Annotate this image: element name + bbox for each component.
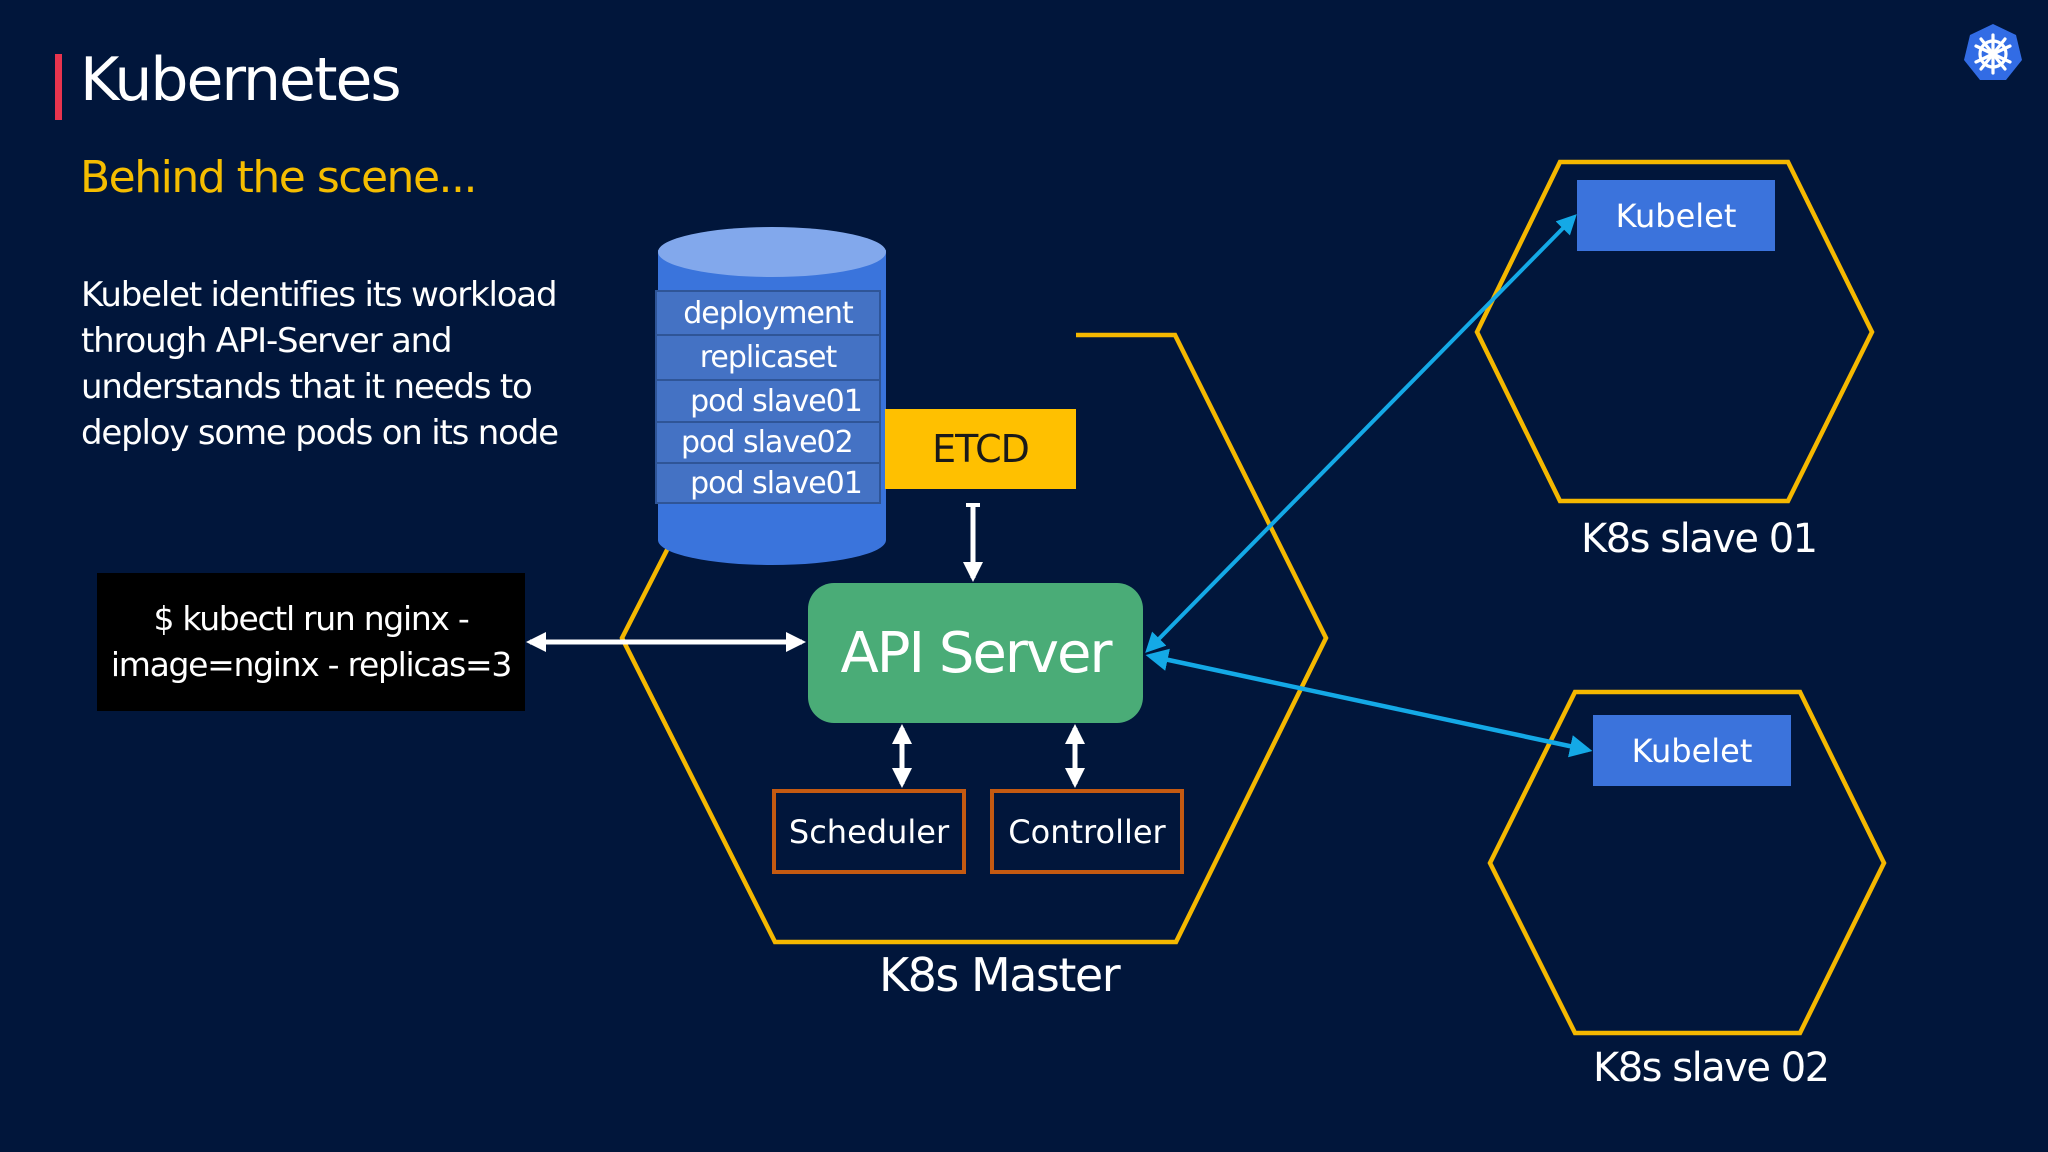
slave01-node-label: K8s slave 01 xyxy=(1581,516,1818,562)
kubectl-command-box: $ kubectl run nginx - image=nginx - repl… xyxy=(97,573,525,711)
db-record-deployment: deployment xyxy=(655,290,881,336)
etcd-box: ETCD xyxy=(885,409,1076,489)
api-kubelet01-link xyxy=(1145,214,1577,653)
description-line: deploy some pods on its node xyxy=(81,413,559,453)
db-record-pod: pod slave01 xyxy=(655,379,881,423)
api-server-box: API Server xyxy=(808,583,1143,723)
db-record-replicaset: replicaset xyxy=(655,334,881,381)
scheduler-box: Scheduler xyxy=(772,789,966,874)
slave02-node-hexagon xyxy=(1487,689,1887,1036)
description-line: Kubelet identifies its workload xyxy=(81,275,558,315)
db-record-pod: pod slave01 xyxy=(655,462,881,504)
page-subtitle: Behind the scene... xyxy=(80,152,477,203)
command-line: image=nginx - replicas=3 xyxy=(110,645,513,684)
kubernetes-helm-icon xyxy=(1962,22,2024,84)
description-text: Kubelet identifies its workload through … xyxy=(81,272,601,456)
description-line: through API-Server and xyxy=(81,321,453,361)
master-node-label: K8s Master xyxy=(879,948,1121,1002)
title-accent-bar xyxy=(55,54,62,120)
controller-box: Controller xyxy=(990,789,1184,874)
slave02-kubelet-box: Kubelet xyxy=(1593,715,1791,786)
slave01-kubelet-box: Kubelet xyxy=(1577,180,1775,251)
slave02-node-label: K8s slave 02 xyxy=(1593,1045,1830,1091)
description-line: understands that it needs to xyxy=(81,367,533,407)
api-kubelet02-link xyxy=(1145,648,1593,758)
command-line: $ kubectl run nginx - xyxy=(153,599,470,638)
page-title: Kubernetes xyxy=(80,45,402,115)
db-record-pod: pod slave02 xyxy=(655,421,881,464)
